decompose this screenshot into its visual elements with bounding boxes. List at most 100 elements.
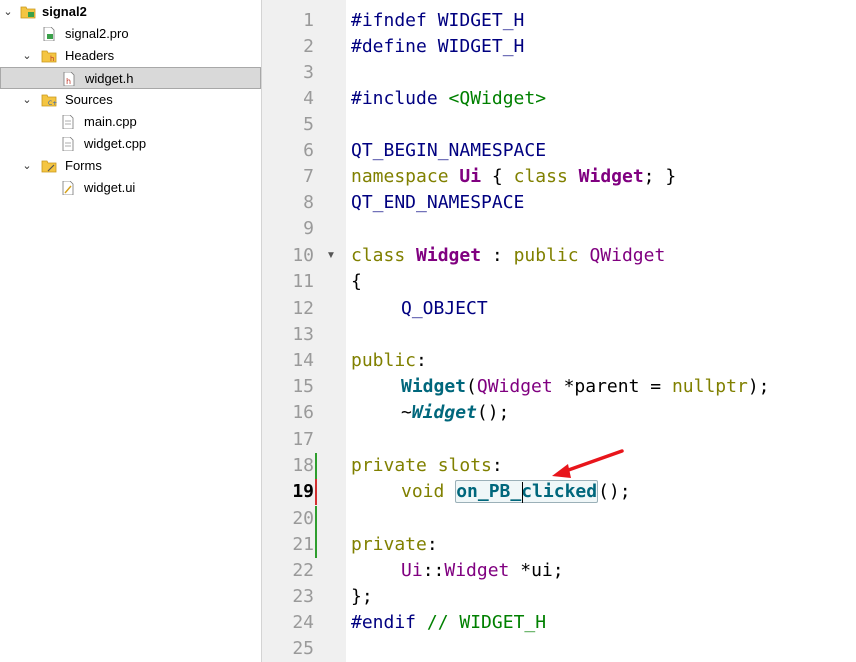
keyword: class [351,245,406,266]
code-line-6: QT_BEGIN_NAMESPACE [351,140,547,161]
macro-name: WIDGET_H [426,36,525,57]
code-area[interactable]: #ifndef WIDGET_H #define WIDGET_H #inclu… [346,0,856,662]
code-line-7: namespace Ui { class Widget; } [351,164,676,190]
tree-item-label: widget.cpp [84,136,147,151]
preprocessor-directive: #define [351,36,427,57]
punctuation: : [481,245,514,266]
code-line-14: public: [351,348,427,374]
line-number: 25 [292,638,314,659]
project-name-label: signal2 [42,4,87,19]
tree-item-widget-ui[interactable]: widget.ui [0,177,261,199]
tree-item-widget-h[interactable]: h widget.h [0,67,261,89]
sources-folder-icon: C+ [41,94,57,107]
line-number: 3 [303,62,314,83]
code-editor[interactable]: 1 2 3 4 5 6 7 8 9 10 11 12 13 14 15 16 1… [262,0,856,662]
line-number: 9 [303,218,314,239]
svg-text:h: h [50,55,54,63]
line-number: 10 [292,245,314,266]
chevron-down-icon[interactable]: ⌄ [22,50,32,62]
source-file-icon [62,137,74,151]
tree-item-main-cpp[interactable]: main.cpp [0,111,261,133]
line-number: 21 [292,534,314,555]
parameter: *parent = [552,376,672,397]
tree-item-sources[interactable]: ⌄ C+ Sources [0,89,261,111]
macro-name: WIDGET_H [426,10,525,31]
keyword: void [401,481,445,502]
punctuation: : [491,455,503,476]
pro-file-icon [43,27,55,41]
keyword: public [513,245,579,266]
chevron-down-icon[interactable]: ⌄ [22,94,32,106]
keyword: class [513,166,568,187]
source-file-icon [62,115,74,129]
line-number: 1 [303,10,314,31]
keyword: namespace [351,166,449,187]
line-number: 22 [292,560,314,581]
punctuation: ; } [643,166,677,187]
code-line-2: #define WIDGET_H [351,34,524,60]
tree-item-widget-cpp[interactable]: widget.cpp [0,133,261,155]
text-cursor [522,482,523,503]
change-marker-added [315,506,317,532]
line-number: 8 [303,192,314,213]
line-number-gutter: 1 2 3 4 5 6 7 8 9 10 11 12 13 14 15 16 1… [262,0,346,662]
tree-item-pro-file[interactable]: signal2.pro [0,23,261,45]
annotation-arrow-icon [552,449,624,478]
code-line-4: #include <QWidget> [351,86,546,112]
code-line-8: QT_END_NAMESPACE [351,192,525,213]
namespace-name: Ui [401,560,423,581]
code-line-22: Ui::Widget *ui; [401,558,564,584]
header-file-icon: h [63,72,75,86]
include-path: <QWidget> [437,88,547,109]
line-number: 14 [292,350,314,371]
punctuation: : [416,350,427,371]
punctuation: (); [598,481,631,502]
keyword: nullptr [671,376,748,397]
class-name: Widget [444,560,510,581]
tree-item-label: Forms [65,158,102,173]
preprocessor-directive: #ifndef [351,10,427,31]
change-marker-added [315,532,317,558]
line-number: 7 [303,166,314,187]
code-line-24: #endif // WIDGET_H [351,610,546,636]
fold-marker-icon[interactable]: ▼ [326,250,336,261]
change-marker-added [315,453,317,479]
punctuation: ~ [401,402,412,423]
chevron-down-icon[interactable]: ⌄ [22,160,32,172]
punctuation: ); [747,376,770,397]
tree-item-label: signal2.pro [65,26,129,41]
line-number: 11 [292,271,314,292]
tree-item-label: Headers [65,48,115,63]
class-name: Widget [416,245,482,266]
svg-text:h: h [66,77,71,86]
code-line-10: class Widget : public QWidget [351,243,665,269]
line-number: 6 [303,140,314,161]
line-number: 13 [292,324,314,345]
code-line-1: #ifndef WIDGET_H [351,8,524,34]
line-number: 24 [292,612,314,633]
keyword: public [351,350,417,371]
highlighted-function-name[interactable]: on_PB_clicked [455,480,599,503]
keyword: slots [437,455,492,476]
change-marker-modified [315,479,317,505]
tree-item-project-signal2[interactable]: ⌄ signal2 [0,1,261,23]
headers-folder-icon: h [41,50,57,63]
tree-item-label: main.cpp [84,114,137,129]
function-name: Widget [401,376,467,397]
forms-folder-icon [41,160,57,173]
code-line-18: private slots: [351,453,503,479]
chevron-down-icon[interactable]: ⌄ [3,6,13,18]
line-number: 4 [303,88,314,109]
code-line-23: }; [351,586,373,607]
preprocessor-directive: #endif [351,612,417,633]
tree-item-forms[interactable]: ⌄ Forms [0,155,261,177]
code-line-11: { [351,271,362,292]
project-tree-panel: ⌄ signal2 signal2.pro ⌄ h Headers h widg… [0,0,262,662]
line-number: 5 [303,114,314,135]
line-number: 23 [292,586,314,607]
line-number: 12 [292,298,314,319]
project-folder-icon [20,6,36,19]
line-number: 2 [303,36,314,57]
code-line-19: void on_PB_clicked(); [401,479,631,505]
tree-item-headers[interactable]: ⌄ h Headers [0,45,261,67]
